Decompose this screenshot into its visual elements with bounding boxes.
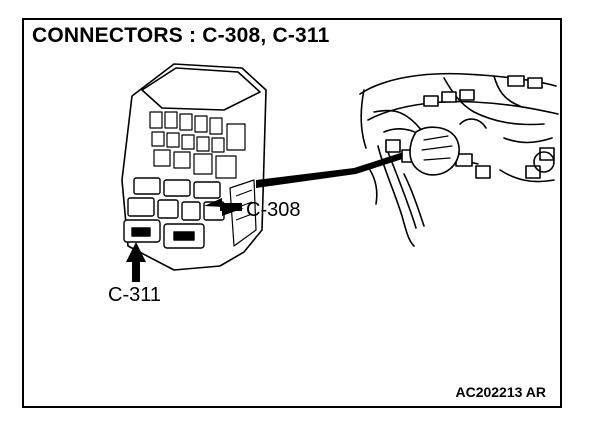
location-leader	[256, 148, 418, 188]
vehicle-harness-sketch	[359, 72, 559, 247]
c308-arrow	[204, 198, 244, 216]
connector-illustration	[121, 63, 559, 282]
c308-label: C-308	[246, 199, 301, 221]
diagram-title: CONNECTORS : C-308, C-311	[32, 24, 330, 47]
c311-arrow	[126, 242, 146, 282]
diagram-frame: CONNECTORS : C-308, C-311	[22, 18, 562, 408]
junction-block	[121, 63, 267, 271]
figure-reference: AC202213 AR	[455, 384, 546, 400]
c311-label: C-311	[108, 284, 161, 306]
